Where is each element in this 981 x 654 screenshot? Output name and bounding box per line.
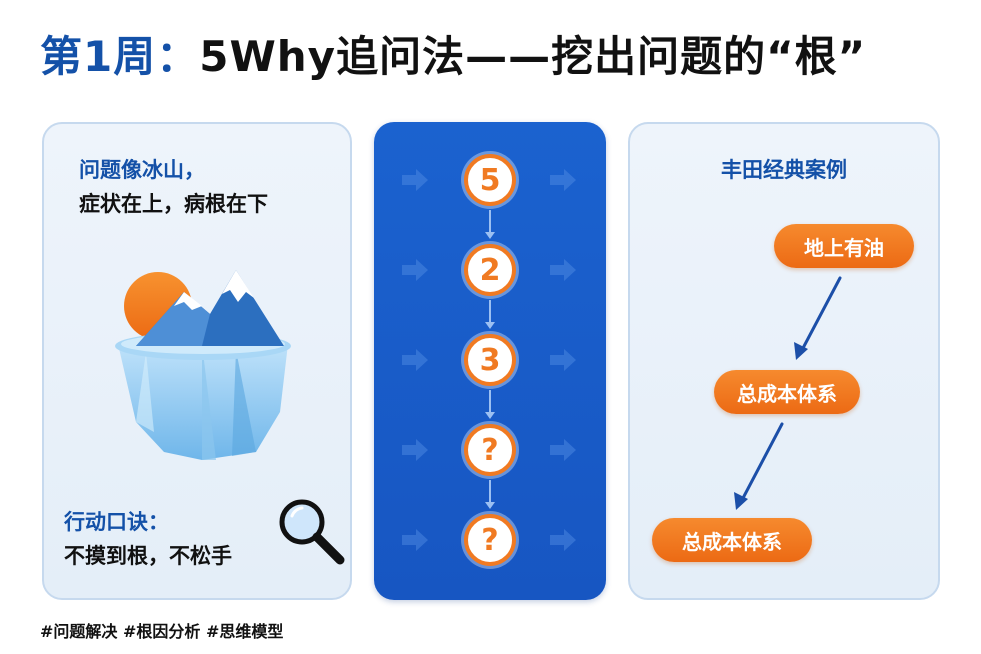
why-steps-panel: 5 2 3 ? ? bbox=[374, 122, 606, 600]
why-step-1: 5 bbox=[464, 154, 516, 206]
case-flow-arrows bbox=[734, 276, 842, 510]
why-step-4: ? bbox=[464, 424, 516, 476]
iceberg-panel: 问题像冰山， 症状在上，病根在下 行动口诀： 不摸到根，不松手 bbox=[42, 122, 352, 600]
symptom-root-line: 症状在上，病根在下 bbox=[79, 192, 268, 216]
action-motto: 不摸到根，不松手 bbox=[64, 544, 232, 568]
case-title: 丰田经典案例 bbox=[721, 158, 847, 182]
action-motto-label: 行动口诀： bbox=[64, 510, 169, 534]
toyota-case-panel: 丰田经典案例 地上有油 总成本体系 总成本体系 bbox=[628, 122, 940, 600]
magnifier-icon bbox=[279, 499, 345, 565]
iceberg-icon bbox=[115, 270, 291, 460]
iceberg-metaphor-line: 问题像冰山， bbox=[79, 158, 205, 182]
case-node-1: 地上有油 bbox=[774, 224, 914, 268]
hashtags: #问题解决 #根因分析 #思维模型 bbox=[40, 622, 284, 641]
page-title: 第1周：5Why追问法——挖出问题的“根” bbox=[40, 36, 866, 78]
case-node-2: 总成本体系 bbox=[714, 370, 860, 414]
title-week: 第1周： bbox=[40, 32, 200, 81]
why-step-2: 2 bbox=[464, 244, 516, 296]
case-node-3: 总成本体系 bbox=[652, 518, 812, 562]
why-step-3: 3 bbox=[464, 334, 516, 386]
step-arrows bbox=[402, 169, 576, 551]
title-main: 5Why追问法——挖出问题的“根” bbox=[199, 32, 867, 81]
why-step-5: ? bbox=[464, 514, 516, 566]
